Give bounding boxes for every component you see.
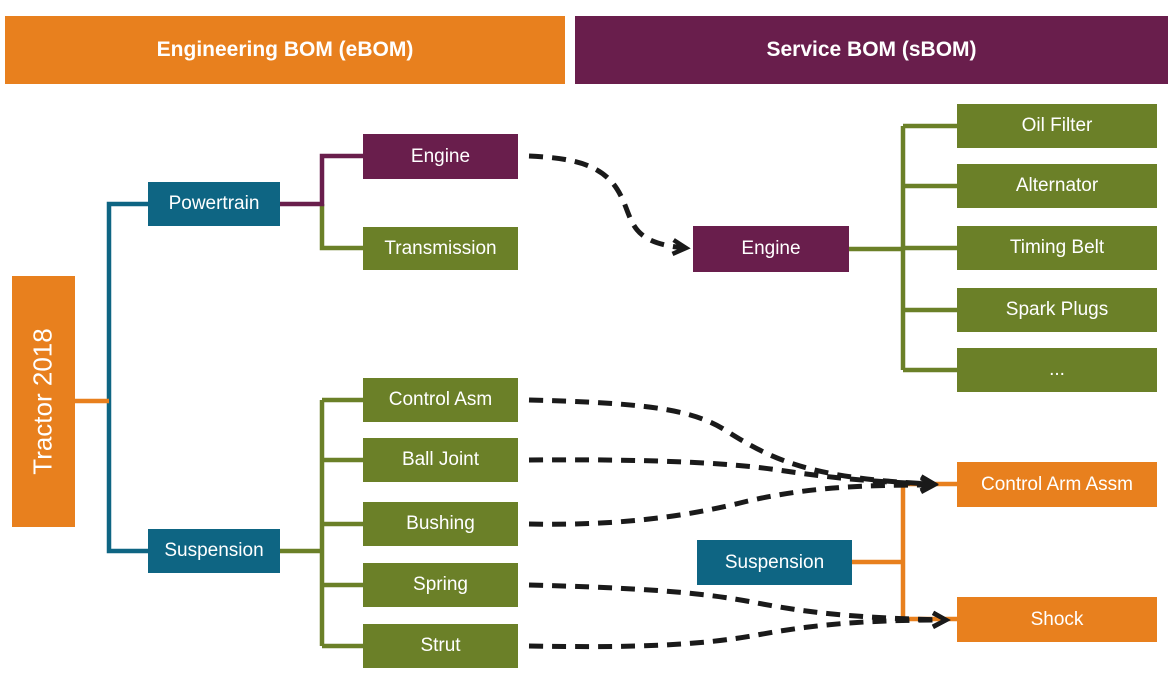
map-strut-arrow <box>528 611 951 650</box>
map-ball-joint-arrow <box>528 457 939 493</box>
sbom-ellipsis-node: ... <box>957 348 1157 392</box>
map-spring-arrow <box>528 582 951 629</box>
map-bushing-arrow <box>528 476 939 527</box>
sbom-shock-node: Shock <box>957 597 1157 642</box>
powertrain-engine-connector <box>280 153 363 207</box>
sbom-engine-node: Engine <box>693 226 849 272</box>
root-tree-connector <box>106 201 148 554</box>
ebom-suspension-node: Suspension <box>148 529 280 573</box>
ebom-powertrain-node: Powertrain <box>148 182 280 226</box>
powertrain-transmission-connector <box>319 204 363 251</box>
map-engine-to-engine-arrow <box>528 153 691 256</box>
sbom-header: Service BOM (sBOM) <box>575 16 1168 84</box>
sbom-spark-plugs-node: Spark Plugs <box>957 288 1157 332</box>
ebom-root-label: Tractor 2018 <box>28 328 59 475</box>
ebom-strut-node: Strut <box>363 624 518 668</box>
sbom-suspension-tree-connector <box>852 481 957 622</box>
ebom-transmission-node: Transmission <box>363 227 518 270</box>
ebom-control-asm-node: Control Asm <box>363 378 518 422</box>
ebom-root-node: Tractor 2018 <box>12 276 75 527</box>
sbom-control-arm-assm-node: Control Arm Assm <box>957 462 1157 507</box>
sbom-engine-tree-connector <box>849 123 957 373</box>
ebom-engine-node: Engine <box>363 134 518 179</box>
ebom-spring-node: Spring <box>363 563 518 607</box>
ebom-header: Engineering BOM (eBOM) <box>5 16 565 84</box>
ebom-bushing-node: Bushing <box>363 502 518 546</box>
ebom-suspension-tree-connector <box>280 397 363 649</box>
map-control-asm-arrow <box>528 397 939 493</box>
sbom-timing-belt-node: Timing Belt <box>957 226 1157 270</box>
sbom-alternator-node: Alternator <box>957 164 1157 208</box>
ebom-ball-joint-node: Ball Joint <box>363 438 518 482</box>
sbom-oil-filter-node: Oil Filter <box>957 104 1157 148</box>
sbom-suspension-node: Suspension <box>697 540 852 585</box>
